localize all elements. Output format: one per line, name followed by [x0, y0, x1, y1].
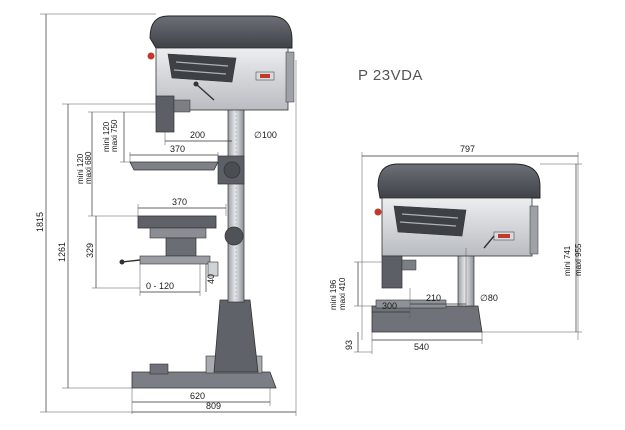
dim-height-range-line1: mini 741 [563, 245, 572, 276]
dim-spindle-range-line1: mini 196 [329, 279, 338, 310]
dim-spindle-stroke-line1: mini 120 [102, 121, 111, 152]
dim-0-120: 0 - 120 [146, 281, 174, 291]
dim-809: 809 [206, 401, 221, 411]
dim-spindle-dia: ∅100 [254, 130, 277, 140]
dim-1261: 1261 [57, 242, 67, 262]
left-dimension-lines [40, 13, 297, 416]
dim-300: 300 [382, 301, 397, 311]
dim-spindle-stroke-line2: maxi 750 [110, 119, 119, 152]
dim-column-dia: ∅80 [480, 293, 498, 303]
dim-540: 540 [414, 342, 429, 352]
dim-spindle-range-line2: maxi 410 [338, 277, 347, 310]
dim-spindle-table-line1: mini 120 [76, 153, 85, 184]
dim-93: 93 [344, 340, 354, 350]
dim-210: 210 [426, 293, 441, 303]
dim-370-upper: 370 [170, 144, 185, 154]
dim-329: 329 [85, 243, 95, 258]
dim-spindle-table-line2: maxi 680 [84, 151, 93, 184]
right-dimension-lines [354, 152, 582, 354]
left-machine [119, 15, 295, 389]
dim-797: 797 [460, 144, 475, 154]
dim-370-lower: 370 [172, 197, 187, 207]
dim-620: 620 [190, 391, 205, 401]
dim-height-range-line2: maxi 955 [574, 243, 583, 276]
model-title: P 23VDA [358, 67, 423, 84]
right-machine [371, 163, 541, 333]
dim-200: 200 [190, 130, 205, 140]
dim-1815: 1815 [35, 212, 45, 232]
dim-40: 40 [206, 274, 216, 284]
